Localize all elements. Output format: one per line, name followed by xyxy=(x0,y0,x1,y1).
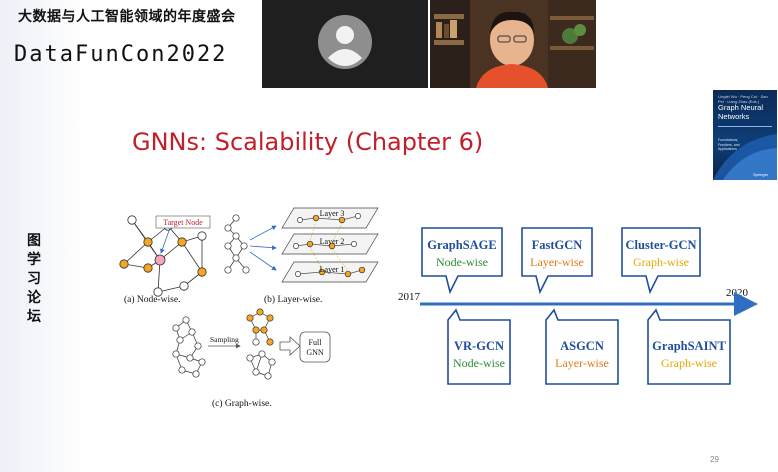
layer-wise-caption: (b) Layer-wise. xyxy=(264,294,322,305)
callout-graphsage: GraphSAGE Node-wise xyxy=(421,227,503,295)
svg-text:Node-wise: Node-wise xyxy=(453,356,505,370)
video-tile-placeholder[interactable] xyxy=(262,0,428,88)
graph-wise-caption: (c) Graph-wise. xyxy=(212,398,272,409)
svg-text:Layer-wise: Layer-wise xyxy=(555,356,609,370)
left-gradient-strip xyxy=(0,0,82,472)
page-number: 29 xyxy=(710,455,719,464)
graph-wise-subgraphs xyxy=(246,308,276,380)
svg-text:VR-GCN: VR-GCN xyxy=(454,339,504,353)
brand-datafuncon: DataFunCon2022 xyxy=(14,42,228,67)
svg-text:GraphSAGE: GraphSAGE xyxy=(427,238,496,252)
timeline-end-year: 2020 xyxy=(726,287,749,299)
svg-text:Node-wise: Node-wise xyxy=(436,255,488,269)
sampling-figure: Target Node (a) Node-wise. xyxy=(119,207,379,409)
vertical-forum-label: 图 学 习 论 坛 xyxy=(27,233,41,325)
full-gnn-box xyxy=(299,331,331,363)
full-gnn-line1: Full xyxy=(309,338,323,347)
layer1-label: Layer 1 xyxy=(320,265,345,274)
brand-chinese-title: 大数据与人工智能领域的年度盛会 xyxy=(18,9,236,25)
svg-text:GraphSAINT: GraphSAINT xyxy=(652,339,726,353)
avatar-placeholder-icon xyxy=(318,15,372,69)
callout-graphsaint: GraphSAINT Graph-wise xyxy=(647,308,731,385)
target-node-box xyxy=(155,215,211,229)
book-cover-art xyxy=(713,134,777,180)
layer-plane-nodes xyxy=(293,213,366,278)
callout-asgcn: ASGCN Layer-wise xyxy=(545,308,619,385)
svg-text:Layer-wise: Layer-wise xyxy=(530,255,584,269)
node-wise-caption: (a) Node-wise. xyxy=(124,294,180,305)
slide-title: GNNs: Scalability (Chapter 6) xyxy=(132,128,484,156)
svg-text:Graph-wise: Graph-wise xyxy=(661,356,717,370)
video-tile-speaker[interactable] xyxy=(430,0,596,88)
graph-wise-full-graph xyxy=(172,316,206,378)
book-title: Graph Neural Networks xyxy=(718,103,764,121)
speaker-video xyxy=(430,0,596,88)
layer2-label: Layer 2 xyxy=(320,237,345,246)
book-cover-image: Lingfei Wu · Peng Cui · Jian Pei · Liang… xyxy=(713,90,777,180)
timeline-start-year: 2017 xyxy=(398,291,421,303)
hollow-arrow-to-gnn xyxy=(279,336,301,356)
timeline-figure: 2017 2020 GraphSAGE Node-wise FastGCN La… xyxy=(398,227,758,385)
callout-fastgcn: FastGCN Layer-wise xyxy=(521,227,593,295)
svg-text:Cluster-GCN: Cluster-GCN xyxy=(625,238,696,252)
node-wise-nodes xyxy=(119,215,207,297)
layer-wise-small-graph xyxy=(224,214,250,274)
svg-text:ASGCN: ASGCN xyxy=(560,339,604,353)
callout-cluster-gcn: Cluster-GCN Graph-wise xyxy=(621,227,701,295)
layer3-label: Layer 3 xyxy=(320,209,345,218)
full-gnn-line2: GNN xyxy=(306,348,324,357)
svg-text:Graph-wise: Graph-wise xyxy=(633,255,689,269)
target-node-label: Target Node xyxy=(163,218,203,227)
sampling-label: Sampling xyxy=(210,335,239,344)
callout-vr-gcn: VR-GCN Node-wise xyxy=(447,308,511,385)
svg-text:FastGCN: FastGCN xyxy=(532,238,583,252)
